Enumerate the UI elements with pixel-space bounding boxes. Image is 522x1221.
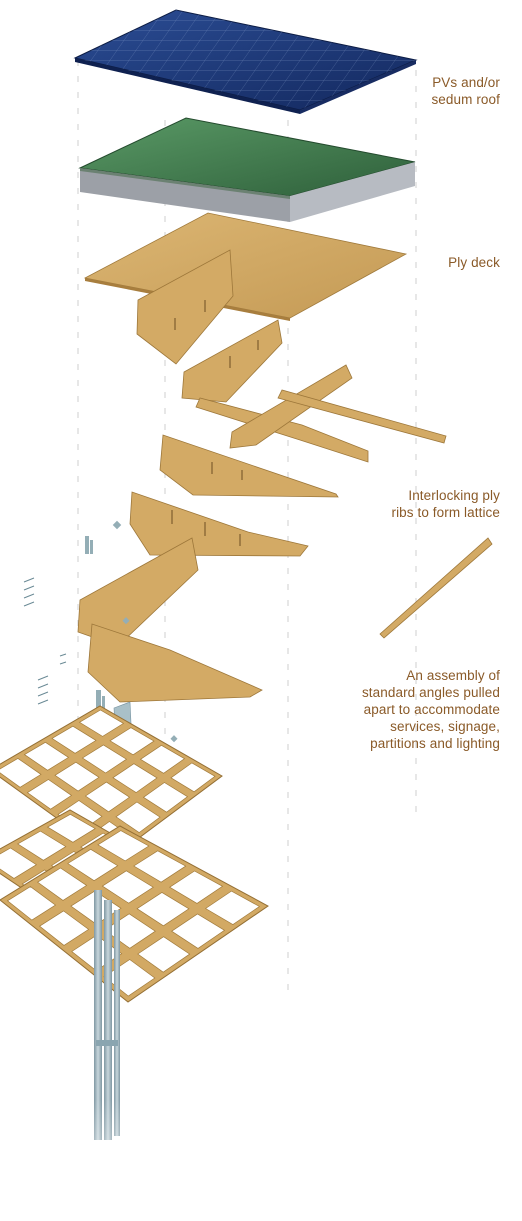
label-roof-line-1: PVs and/or xyxy=(432,75,500,90)
lattice-cell xyxy=(136,891,190,927)
lattice-cell xyxy=(115,801,161,834)
label-assembly-line-2: standard angles pulled xyxy=(361,685,500,700)
lattice-cell xyxy=(51,725,97,754)
ply-rib xyxy=(87,623,263,703)
ply-rib xyxy=(181,319,283,403)
lattice-cell xyxy=(67,848,119,882)
lattice-grid xyxy=(0,825,269,1003)
lattice-cell xyxy=(54,761,100,792)
lattice-cell xyxy=(170,762,216,793)
label-assembly-line-3: apart to accommodate xyxy=(363,702,500,717)
lattice-cell xyxy=(112,763,158,794)
label-deck-line-1: Ply deck xyxy=(448,255,500,270)
sedum-roof-layer xyxy=(78,117,416,222)
ply-ribs xyxy=(77,249,493,703)
lattice-cell xyxy=(133,850,187,883)
label-roof-line-2: sedum roof xyxy=(431,92,500,107)
label-assembly-line-1: An assembly of xyxy=(406,668,500,683)
lattice-cell xyxy=(142,782,189,813)
lattice-cell xyxy=(0,847,38,879)
lattice-cell xyxy=(81,744,128,774)
label-assembly-line-5: partitions and lighting xyxy=(370,736,500,751)
label-ribs-line-2: ribs to form lattice xyxy=(391,505,500,520)
ply-rib xyxy=(195,397,369,463)
pv-panel-layer xyxy=(73,9,418,114)
lattice-cell xyxy=(36,867,88,901)
label-deck: Ply deck xyxy=(448,254,500,271)
lattice-cell xyxy=(169,870,224,904)
label-assembly: An assembly of standard angles pulled ap… xyxy=(362,667,500,752)
lattice-cell xyxy=(204,890,261,926)
lattice-cell xyxy=(17,830,67,861)
lattice-cell xyxy=(101,870,154,904)
ply-rib xyxy=(159,434,339,498)
ply-rib xyxy=(277,389,447,444)
lattice-cell xyxy=(38,910,90,946)
ply-rib xyxy=(129,491,309,557)
lattice-cell xyxy=(26,779,73,810)
lattice-cell xyxy=(6,886,57,921)
lattice-cell xyxy=(171,913,226,949)
lattice-cell xyxy=(23,741,70,771)
ply-rib xyxy=(136,249,234,365)
label-assembly-line-4: services, signage, xyxy=(390,719,500,734)
lattice-cell xyxy=(78,709,125,737)
steel-angle xyxy=(85,536,89,554)
lattice-cell xyxy=(139,744,186,774)
steel-column xyxy=(94,890,120,1140)
ply-rib xyxy=(229,364,353,449)
ply-deck-layer xyxy=(83,212,408,321)
lattice-grids xyxy=(0,705,269,1003)
bottom-fade xyxy=(0,1100,522,1221)
lattice-cell xyxy=(46,813,96,843)
lattice-cell xyxy=(109,727,155,756)
lattice-cell xyxy=(0,757,42,788)
label-ribs-line-1: Interlocking ply xyxy=(408,488,500,503)
label-ribs: Interlocking ply ribs to form lattice xyxy=(391,487,500,521)
ply-rib xyxy=(379,537,493,639)
lattice-cell xyxy=(137,936,191,973)
lattice-cell xyxy=(97,830,150,862)
lattice-cell xyxy=(84,781,131,813)
label-roof: PVs and/or sedum roof xyxy=(431,74,500,108)
